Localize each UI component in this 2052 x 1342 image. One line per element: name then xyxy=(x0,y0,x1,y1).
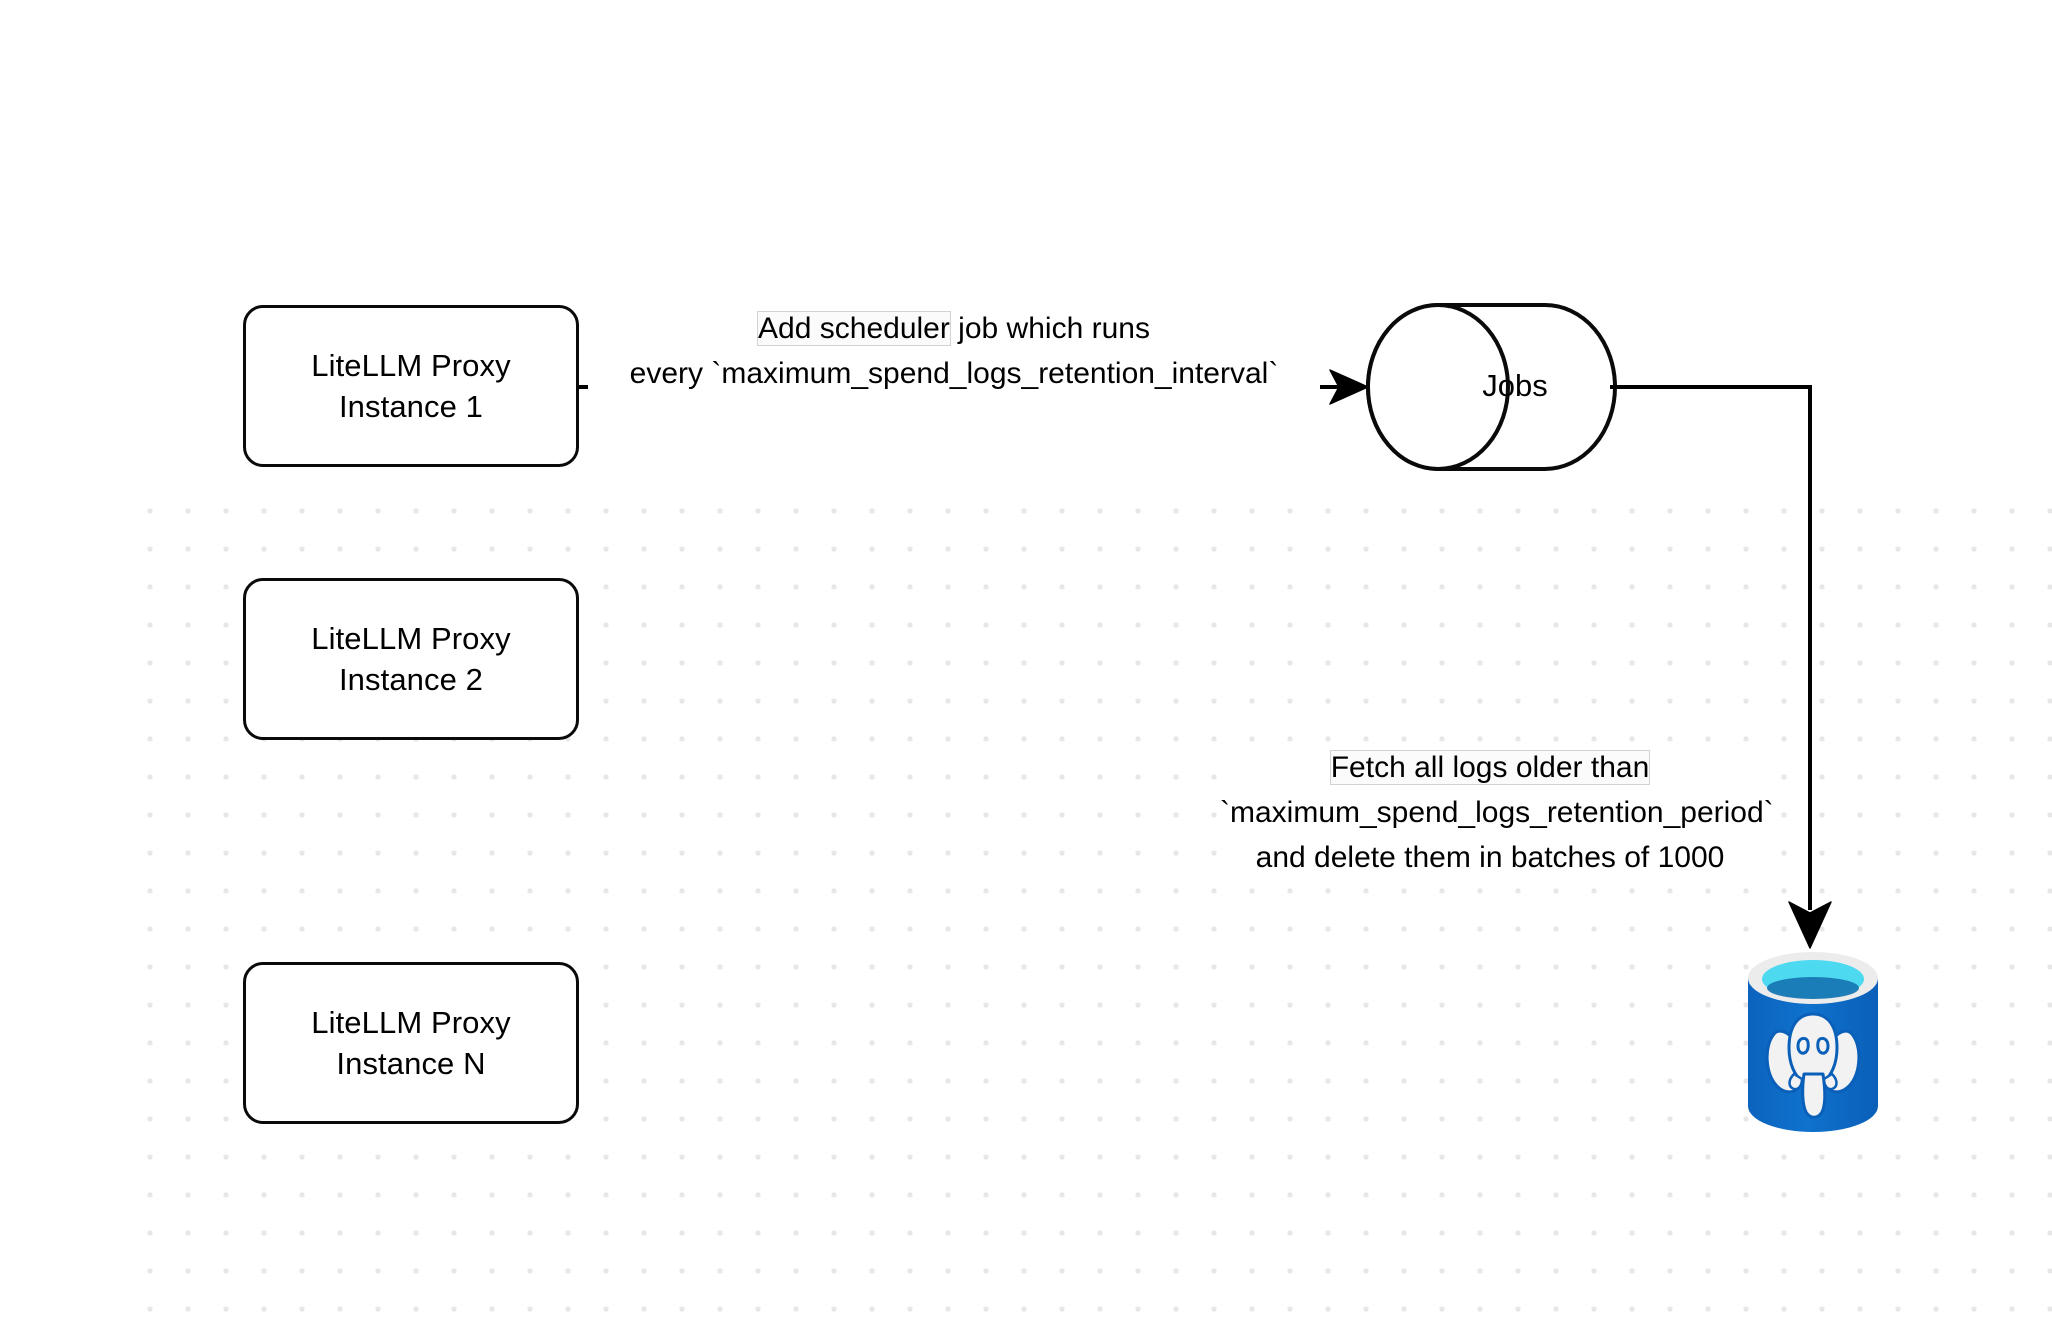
node-proxy-1-line-1: LiteLLM Proxy xyxy=(311,347,511,383)
edge-label-scheduler-rest: job which runs xyxy=(949,312,1150,345)
node-jobs-label: Jobs xyxy=(1482,368,1548,403)
node-litellm-proxy-instance-2[interactable]: LiteLLM Proxy Instance 2 xyxy=(243,578,579,740)
node-litellm-proxy-instance-n[interactable]: LiteLLM Proxy Instance N xyxy=(243,962,579,1124)
edge-label-scheduler-line-2: every `maximum_spend_logs_retention_inte… xyxy=(629,357,1279,390)
jobs-cylinder-cap xyxy=(1366,303,1510,471)
edge-label-fetch-line-2: `maximum_spend_logs_retention_period` xyxy=(1220,796,1774,829)
postgres-elephant-logo xyxy=(1765,1012,1861,1119)
edge-jobs-to-postgres xyxy=(1610,385,1832,949)
edge-jobs-to-postgres-arrowhead xyxy=(1788,901,1832,949)
postgres-elephant-left-eye xyxy=(1796,1036,1810,1055)
postgres-elephant-trunk xyxy=(1801,1072,1827,1119)
postgres-elephant-right-tusk xyxy=(1822,1072,1838,1091)
jobs-cylinder-shape xyxy=(1366,303,1617,471)
edge-jobs-to-postgres-line xyxy=(1610,385,1812,910)
node-proxy-1-line-2: Instance 1 xyxy=(338,389,484,424)
edge-label-scheduler-highlight: Add scheduler xyxy=(758,312,950,345)
edge-label-fetch-line-1-wrap: Fetch all logs older than xyxy=(1220,745,1760,790)
edge-label-fetch-highlight: Fetch all logs older than xyxy=(1330,751,1650,784)
edge-proxy1-to-jobs-arrowhead xyxy=(1329,369,1369,405)
node-proxy-2-line-2: Instance 2 xyxy=(338,662,484,697)
node-proxy-n-line-1: LiteLLM Proxy xyxy=(311,1004,511,1040)
edge-label-scheduler-line-1: Add scheduler job which runs xyxy=(588,306,1320,351)
node-proxy-n-line-2: Instance N xyxy=(336,1046,486,1081)
edge-label-add-scheduler-job: Add scheduler job which runs every `maxi… xyxy=(588,306,1320,396)
edge-label-fetch-line-3: and delete them in batches of 1000 xyxy=(1255,841,1725,874)
node-proxy-2-line-1: LiteLLM Proxy xyxy=(311,620,511,656)
postgres-cylinder-inner-fill xyxy=(1767,977,1859,999)
node-litellm-proxy-instance-1[interactable]: LiteLLM Proxy Instance 1 xyxy=(243,305,579,467)
postgres-database-icon xyxy=(1748,952,1878,1132)
postgres-elephant-right-eye xyxy=(1816,1036,1830,1055)
postgres-elephant-head xyxy=(1787,1012,1839,1083)
edge-label-fetch-and-delete-logs: Fetch all logs older than `maximum_spend… xyxy=(1220,745,1774,880)
postgres-elephant-left-tusk xyxy=(1788,1072,1804,1091)
